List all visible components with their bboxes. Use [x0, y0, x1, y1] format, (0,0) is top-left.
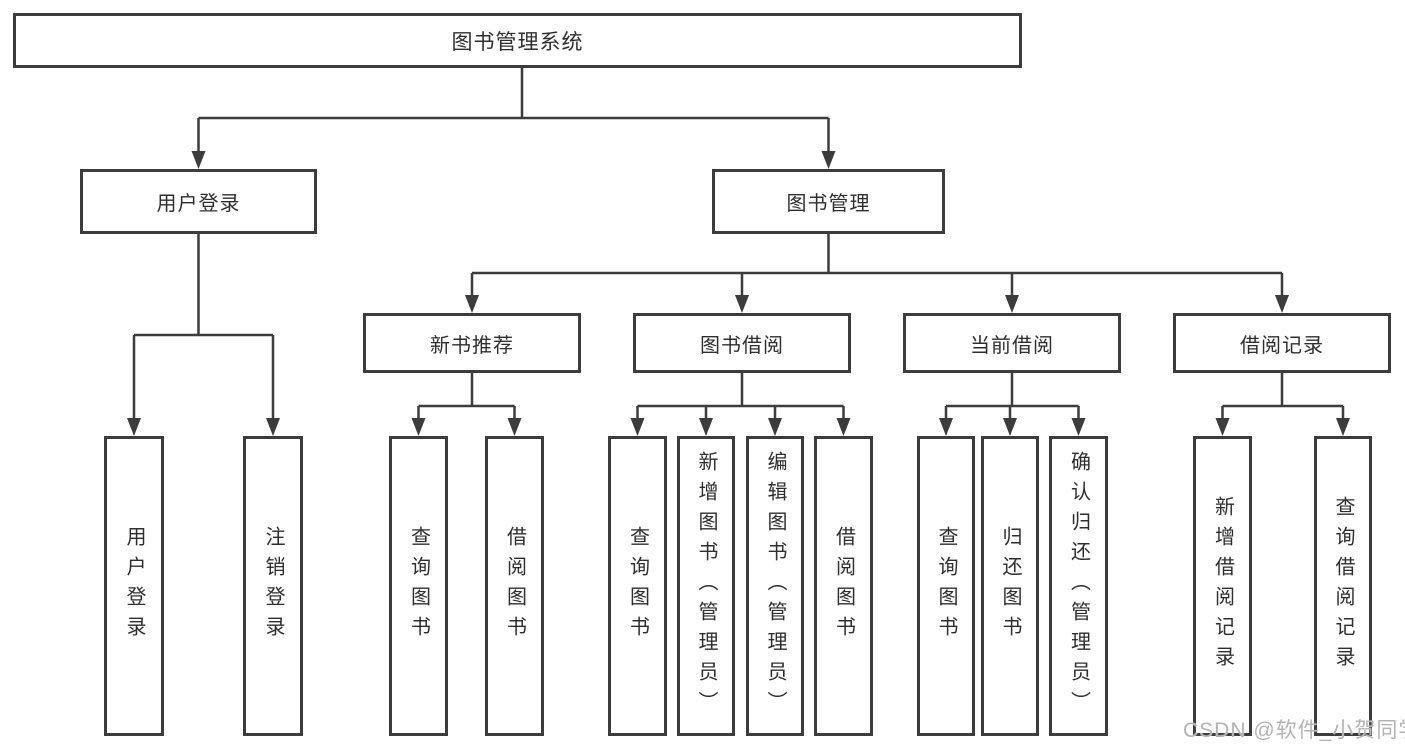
leaf-return-books: 归还图书: [981, 436, 1039, 736]
node-label: 归还图书: [999, 526, 1021, 646]
leaf-add-books-admin: 新增图书（管理员）: [677, 436, 735, 736]
node-label: 当前借阅: [970, 334, 1054, 357]
leaf-add-borrow-record: 新增借阅记录: [1193, 436, 1252, 736]
node-borrow-records: 借阅记录: [1173, 313, 1391, 373]
node-label: 查询图书: [935, 526, 957, 646]
arrowheads: [127, 151, 1350, 436]
node-label: 新增借阅记录: [1211, 496, 1234, 676]
node-label: 用户登录: [156, 193, 241, 215]
leaf-edit-books-admin: 编辑图书（管理员）: [746, 436, 804, 736]
node-label: 图书管理系统: [451, 30, 584, 54]
node-label: 查询图书: [626, 526, 649, 646]
node-book-management-branch: 图书管理: [712, 169, 945, 234]
node-book-borrow: 图书借阅: [633, 313, 851, 373]
node-label: 用户登录: [123, 526, 145, 646]
leaf-query-borrow-record: 查询借阅记录: [1314, 436, 1372, 736]
node-new-book-recommend: 新书推荐: [363, 313, 581, 373]
leaf-confirm-return-admin: 确认归还（管理员）: [1049, 436, 1108, 736]
node-current-borrow: 当前借阅: [903, 313, 1121, 373]
node-label: 查询借阅记录: [1332, 496, 1354, 676]
node-label: 图书管理: [786, 193, 871, 215]
leaf-borrow-books-1: 借阅图书: [485, 436, 544, 736]
node-label: 借阅图书: [832, 526, 855, 646]
leaf-borrow-books-2: 借阅图书: [814, 436, 873, 736]
node-label: 新增图书（管理员）: [695, 451, 717, 721]
node-label: 借阅图书: [503, 526, 526, 646]
leaf-query-books-3: 查询图书: [917, 436, 975, 736]
node-label: 编辑图书（管理员）: [764, 451, 786, 721]
node-user-login-branch: 用户登录: [80, 169, 317, 234]
node-book-management-system: 图书管理系统: [13, 13, 1022, 68]
node-label: 确认归还（管理员）: [1067, 451, 1090, 721]
node-label: 新书推荐: [430, 334, 514, 357]
leaf-query-books-2: 查询图书: [608, 436, 667, 736]
leaf-logout: 注销登录: [243, 436, 303, 736]
node-label: 查询图书: [407, 526, 430, 646]
node-label: 注销登录: [262, 526, 284, 646]
leaf-query-books-1: 查询图书: [389, 436, 448, 736]
leaf-user-login: 用户登录: [104, 436, 164, 736]
csdn-watermark: CSDN @软件_小贺同学: [1183, 719, 1405, 742]
node-label: 借阅记录: [1240, 334, 1324, 357]
node-label: 图书借阅: [700, 334, 784, 357]
